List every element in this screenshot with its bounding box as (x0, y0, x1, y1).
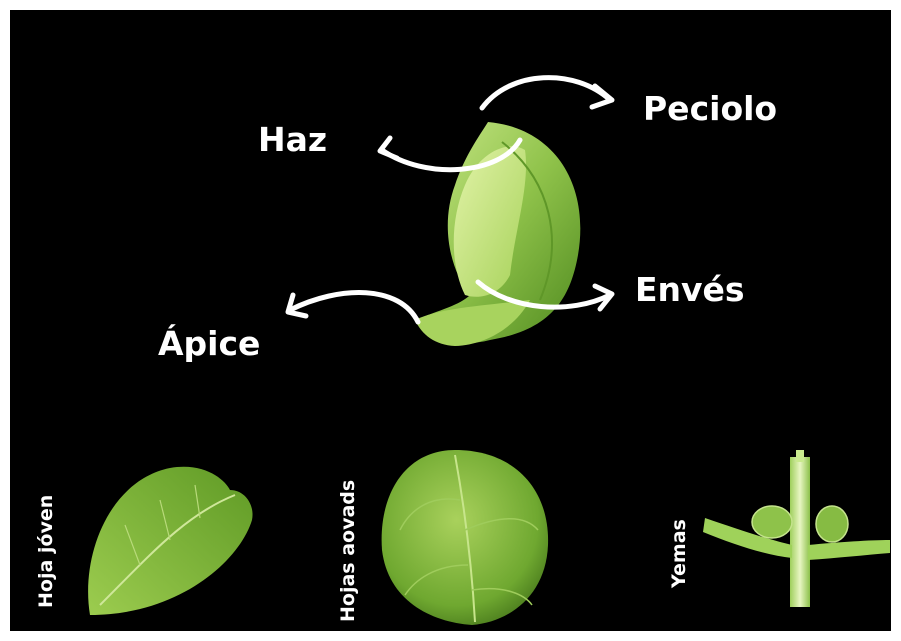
label-haz: Haz (258, 123, 327, 156)
ovate-leaf (382, 450, 548, 625)
label-apice: Ápice (158, 327, 260, 360)
diagram-canvas: Haz Peciolo Envés Ápice Hoja jóven Hojas… (10, 10, 891, 631)
caption-hojas-aovadas: Hojas aovads (339, 480, 358, 622)
caption-hoja-joven: Hoja jóven (37, 495, 56, 608)
stem-with-buds (703, 450, 890, 607)
caption-yemas: Yemas (670, 519, 689, 588)
label-peciolo: Peciolo (643, 92, 777, 125)
young-leaf (88, 467, 252, 615)
label-enves: Envés (635, 273, 745, 306)
main-leaf (415, 122, 580, 346)
